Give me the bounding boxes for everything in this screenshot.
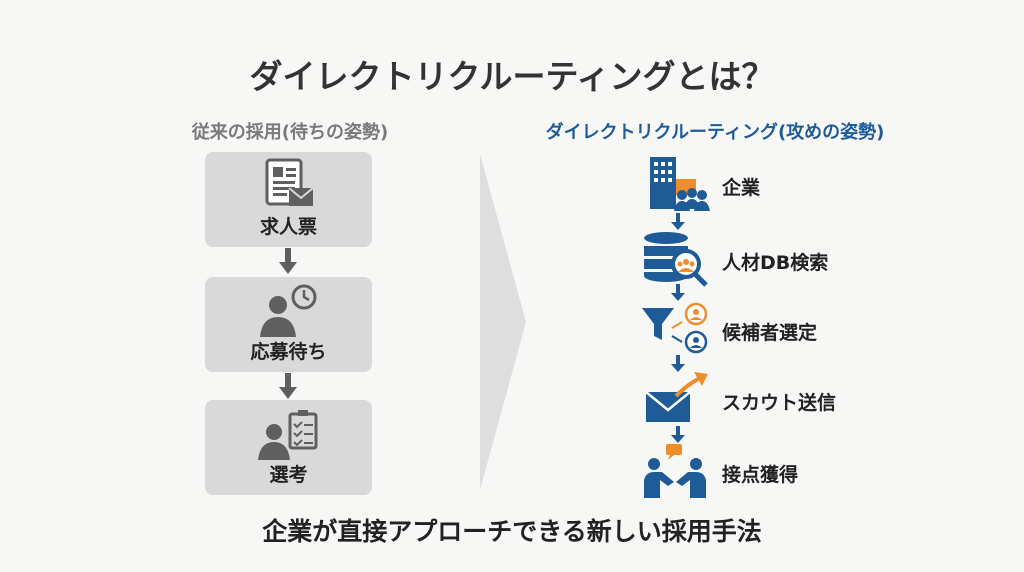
step-label: スカウト送信 xyxy=(722,392,837,414)
mail-send-icon xyxy=(645,372,708,422)
direct-heading: ダイレクトリクルーティング(攻めの姿勢) xyxy=(545,122,885,143)
traditional-heading: 従来の採用(待ちの姿勢) xyxy=(191,122,389,143)
footer-caption: 企業が直接アプローチできる新しい採用手法 xyxy=(262,517,762,546)
funnel-candidate-icon xyxy=(642,302,708,354)
arrow-down-icon xyxy=(671,213,685,230)
step-job-posting: 求人票 xyxy=(205,152,372,247)
waiting-person-icon xyxy=(259,284,316,337)
step-selection: 選考 xyxy=(205,400,372,495)
step-scout-mail: スカウト送信 xyxy=(640,370,940,430)
step-db-search: 人材DB検索 xyxy=(640,230,940,290)
step-label: 選考 xyxy=(269,464,308,486)
job-posting-icon xyxy=(265,158,314,206)
arrow-down-icon xyxy=(279,373,297,399)
arrow-down-icon xyxy=(279,248,297,274)
step-contact: 接点獲得 xyxy=(640,442,940,502)
handshake-icon xyxy=(644,444,706,498)
company-building-icon xyxy=(650,157,710,211)
step-company: 企業 xyxy=(640,155,940,215)
selection-checklist-icon xyxy=(257,410,317,460)
page-title: ダイレクトリクルーティングとは？ xyxy=(249,57,775,96)
arrow-down-icon xyxy=(671,355,685,372)
step-waiting: 応募待ち xyxy=(205,277,372,372)
step-label: 応募待ち xyxy=(250,341,327,363)
step-label: 人材DB検索 xyxy=(722,252,829,274)
arrow-down-icon xyxy=(671,426,685,443)
arrow-down-icon xyxy=(671,284,685,301)
step-candidate-selection: 候補者選定 xyxy=(640,300,940,360)
step-label: 企業 xyxy=(722,177,761,199)
step-label: 求人票 xyxy=(259,216,317,238)
database-search-icon xyxy=(644,232,708,287)
chevron-divider xyxy=(480,154,526,490)
step-label: 候補者選定 xyxy=(722,322,818,344)
step-label: 接点獲得 xyxy=(722,464,799,486)
